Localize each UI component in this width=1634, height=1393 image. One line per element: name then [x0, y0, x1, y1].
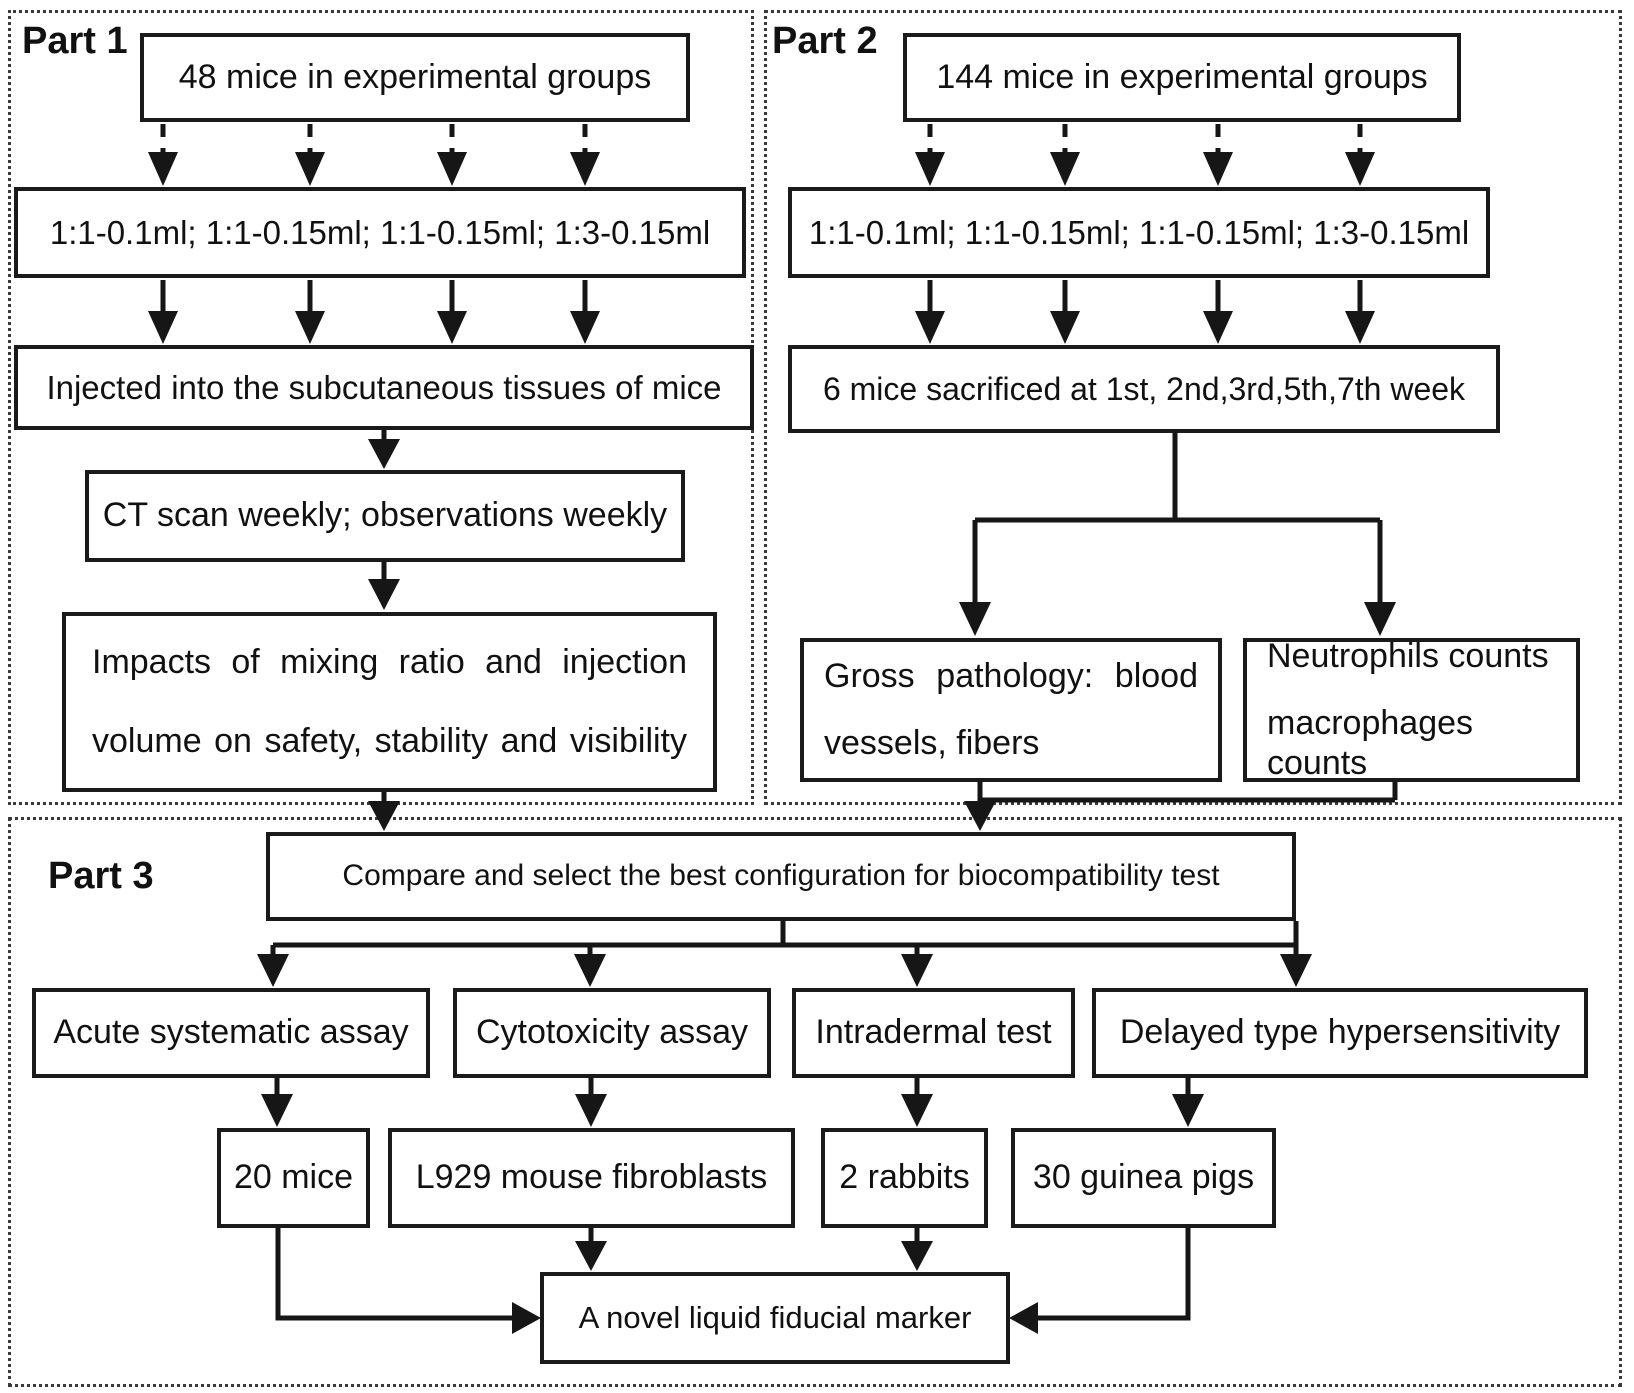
box-part1-ct-scan: CT scan weekly; observations weekly	[85, 470, 685, 562]
part1-label: Part 1	[22, 20, 128, 62]
part2-border	[764, 10, 1622, 805]
box-delayed-hypersensitivity: Delayed type hypersensitivity	[1092, 988, 1588, 1078]
box-2-rabbits: 2 rabbits	[821, 1128, 988, 1228]
box-part2-sacrificed: 6 mice sacrificed at 1st, 2nd,3rd,5th,7t…	[788, 345, 1500, 433]
box-acute-assay: Acute systematic assay	[32, 988, 430, 1078]
box-30-guinea-pigs: 30 guinea pigs	[1011, 1128, 1276, 1228]
part2-split-connector	[959, 433, 1396, 636]
part1-flow-arrows	[368, 430, 400, 831]
box-gross-pathology: Gross pathology: blood vessels, fibers	[800, 638, 1222, 782]
box-l929-fibroblasts: L929 mouse fibroblasts	[388, 1128, 795, 1228]
impacts-line2: volume on safety, stability and visibili…	[92, 722, 687, 760]
box-part2-mice: 144 mice in experimental groups	[903, 33, 1461, 122]
part3-row2-arrows	[261, 1078, 1204, 1127]
box-part1-injected: Injected into the subcutaneous tissues o…	[14, 345, 754, 430]
part1-dashed-arrows	[148, 124, 600, 186]
box-part1-ratios: 1:1-0.1ml; 1:1-0.15ml; 1:1-0.15ml; 1:3-0…	[14, 187, 746, 278]
box-20-mice: 20 mice	[217, 1128, 370, 1228]
box-intradermal-test: Intradermal test	[792, 988, 1075, 1078]
part3-distribution-connector	[257, 921, 1312, 987]
part3-final-arrows	[275, 1228, 1191, 1334]
neutro-line1: Neutrophils counts	[1267, 637, 1549, 676]
part2-dashed-arrows	[915, 124, 1375, 186]
gross-line1: Gross pathology: blood	[824, 656, 1198, 695]
box-compare-select: Compare and select the best configuratio…	[266, 832, 1296, 921]
box-part2-ratios: 1:1-0.1ml; 1:1-0.15ml; 1:1-0.15ml; 1:3-0…	[788, 187, 1490, 278]
part2-solid-arrows	[915, 280, 1375, 344]
box-final-marker: A novel liquid fiducial marker	[540, 1272, 1010, 1364]
box-part1-impacts: Impacts of mixing ratio and injection vo…	[62, 612, 717, 792]
box-part1-mice: 48 mice in experimental groups	[140, 33, 690, 122]
part2-merge-connector	[964, 782, 1398, 831]
gross-line2: vessels, fibers	[824, 724, 1040, 762]
box-cytotoxicity-assay: Cytotoxicity assay	[453, 988, 771, 1078]
neutro-line2: macrophages counts	[1267, 704, 1474, 782]
box-neutrophils: Neutrophils counts macrophages counts	[1243, 637, 1580, 782]
part3-label: Part 3	[48, 855, 154, 897]
part3-border	[8, 817, 1622, 1387]
part1-solid-arrows	[148, 280, 600, 344]
impacts-line1: Impacts of mixing ratio and injection	[92, 642, 687, 681]
part2-label: Part 2	[772, 20, 878, 62]
